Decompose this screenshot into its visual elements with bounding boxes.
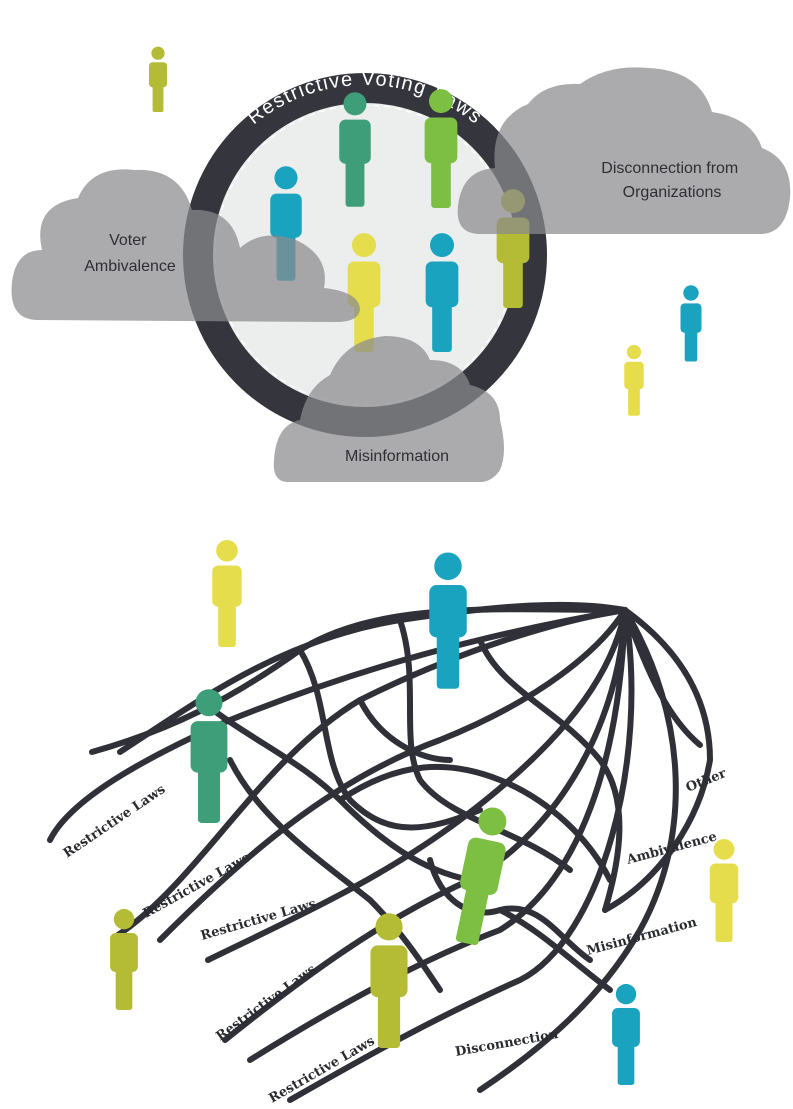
person-figure-yellow xyxy=(709,838,739,942)
top-diagram: Restrictive Voting Laws Voter Ambivalenc… xyxy=(11,46,791,482)
label-restrictive-laws-5: Restrictive Laws xyxy=(267,1034,378,1107)
person-figure-teal xyxy=(680,285,702,362)
label-restrictive-laws-1: Restrictive Laws xyxy=(61,782,168,861)
cloud-voter-ambivalence xyxy=(11,169,360,322)
cloud-misinformation xyxy=(273,336,504,482)
cloud-disconnection xyxy=(457,67,791,234)
person-figure-teal xyxy=(612,983,640,1085)
person-figure-yellow xyxy=(212,539,242,647)
person-figure-green xyxy=(190,689,228,823)
person-figure-yellow xyxy=(624,344,644,416)
label-restrictive-laws-4: Restrictive Laws xyxy=(214,962,319,1044)
cloud-label-misinformation: Misinformation xyxy=(345,448,449,465)
bottom-diagram: Restrictive Laws Restrictive Laws Restri… xyxy=(47,539,739,1107)
cloud-label-voter: Voter Ambivalence xyxy=(84,232,176,275)
cloud-label-disconnection: Disconnection from Organizations xyxy=(601,160,742,201)
person-figure-olive xyxy=(149,46,167,112)
label-disconnection: Disconnection xyxy=(454,1027,560,1060)
tangled-web xyxy=(47,601,714,1103)
